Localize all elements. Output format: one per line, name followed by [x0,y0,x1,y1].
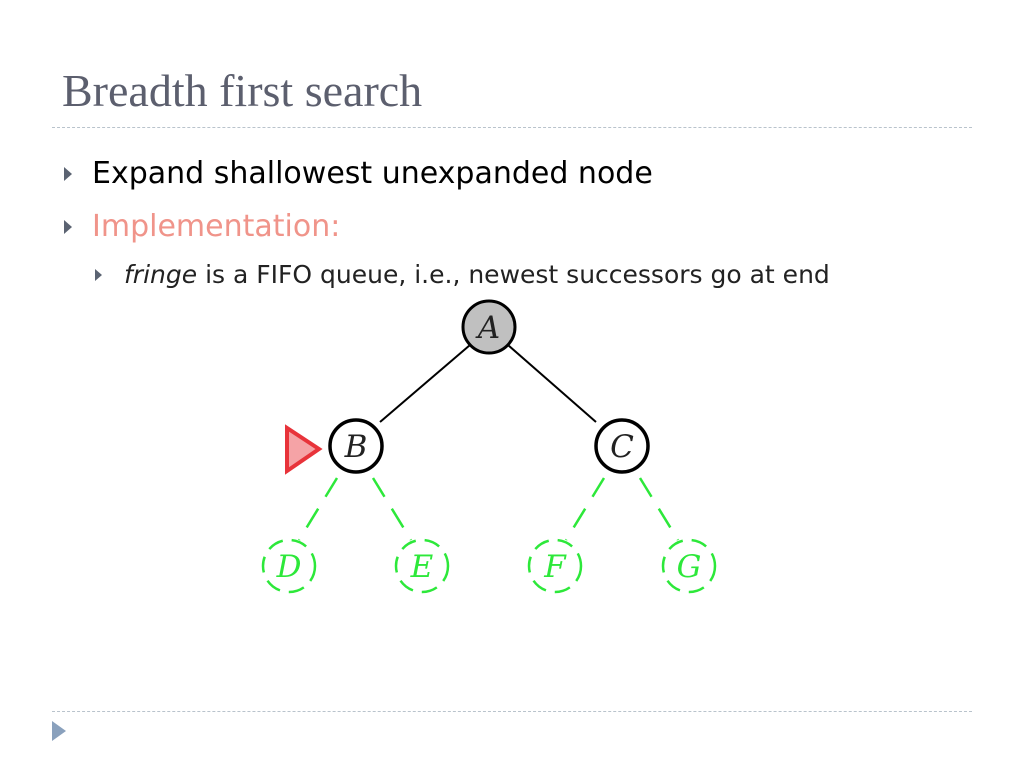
node-d-circle [261,538,317,594]
fringe-term: fringe [124,260,198,289]
bullet-arrow-icon [64,219,72,234]
node-g-label: G [677,549,702,585]
node-e-label: E [410,549,434,585]
node-f-label: F [543,549,567,585]
node-c: C [594,418,650,474]
edge-b-d [297,477,339,541]
node-b: B [328,418,384,474]
node-d-label: D [276,549,302,585]
sub-bullet-text: fringe is a FIFO queue, i.e., newest suc… [124,260,830,289]
title-divider [52,127,972,128]
bullet-arrow-icon [64,166,72,181]
next-node-pointer-icon [285,424,323,475]
bullet-arrow-icon [95,268,102,281]
node-c-label: C [610,429,634,465]
node-e-circle [394,538,450,594]
edge-c-g [638,477,680,541]
edge-a-b [379,344,471,423]
bullet-implementation: Implementation: [64,209,340,244]
node-g-circle [661,538,717,594]
node-b-label: B [344,429,368,465]
footer-divider [52,711,972,712]
next-slide-icon[interactable] [52,721,66,741]
edge-c-f [564,477,606,541]
node-f-circle [527,538,583,594]
node-a-label: A [475,310,500,346]
fringe-description: is a FIFO queue, i.e., newest successors… [197,260,830,289]
sub-bullet-fringe: fringe is a FIFO queue, i.e., newest suc… [95,260,830,289]
bullet-text: Expand shallowest unexpanded node [92,156,653,191]
node-a: A [461,299,517,355]
edge-a-c [507,344,597,423]
bullet-expand-shallowest: Expand shallowest unexpanded node [64,156,653,191]
slide-title: Breadth first search [62,65,423,116]
bullet-text: Implementation: [92,209,341,244]
edge-b-e [371,477,413,541]
